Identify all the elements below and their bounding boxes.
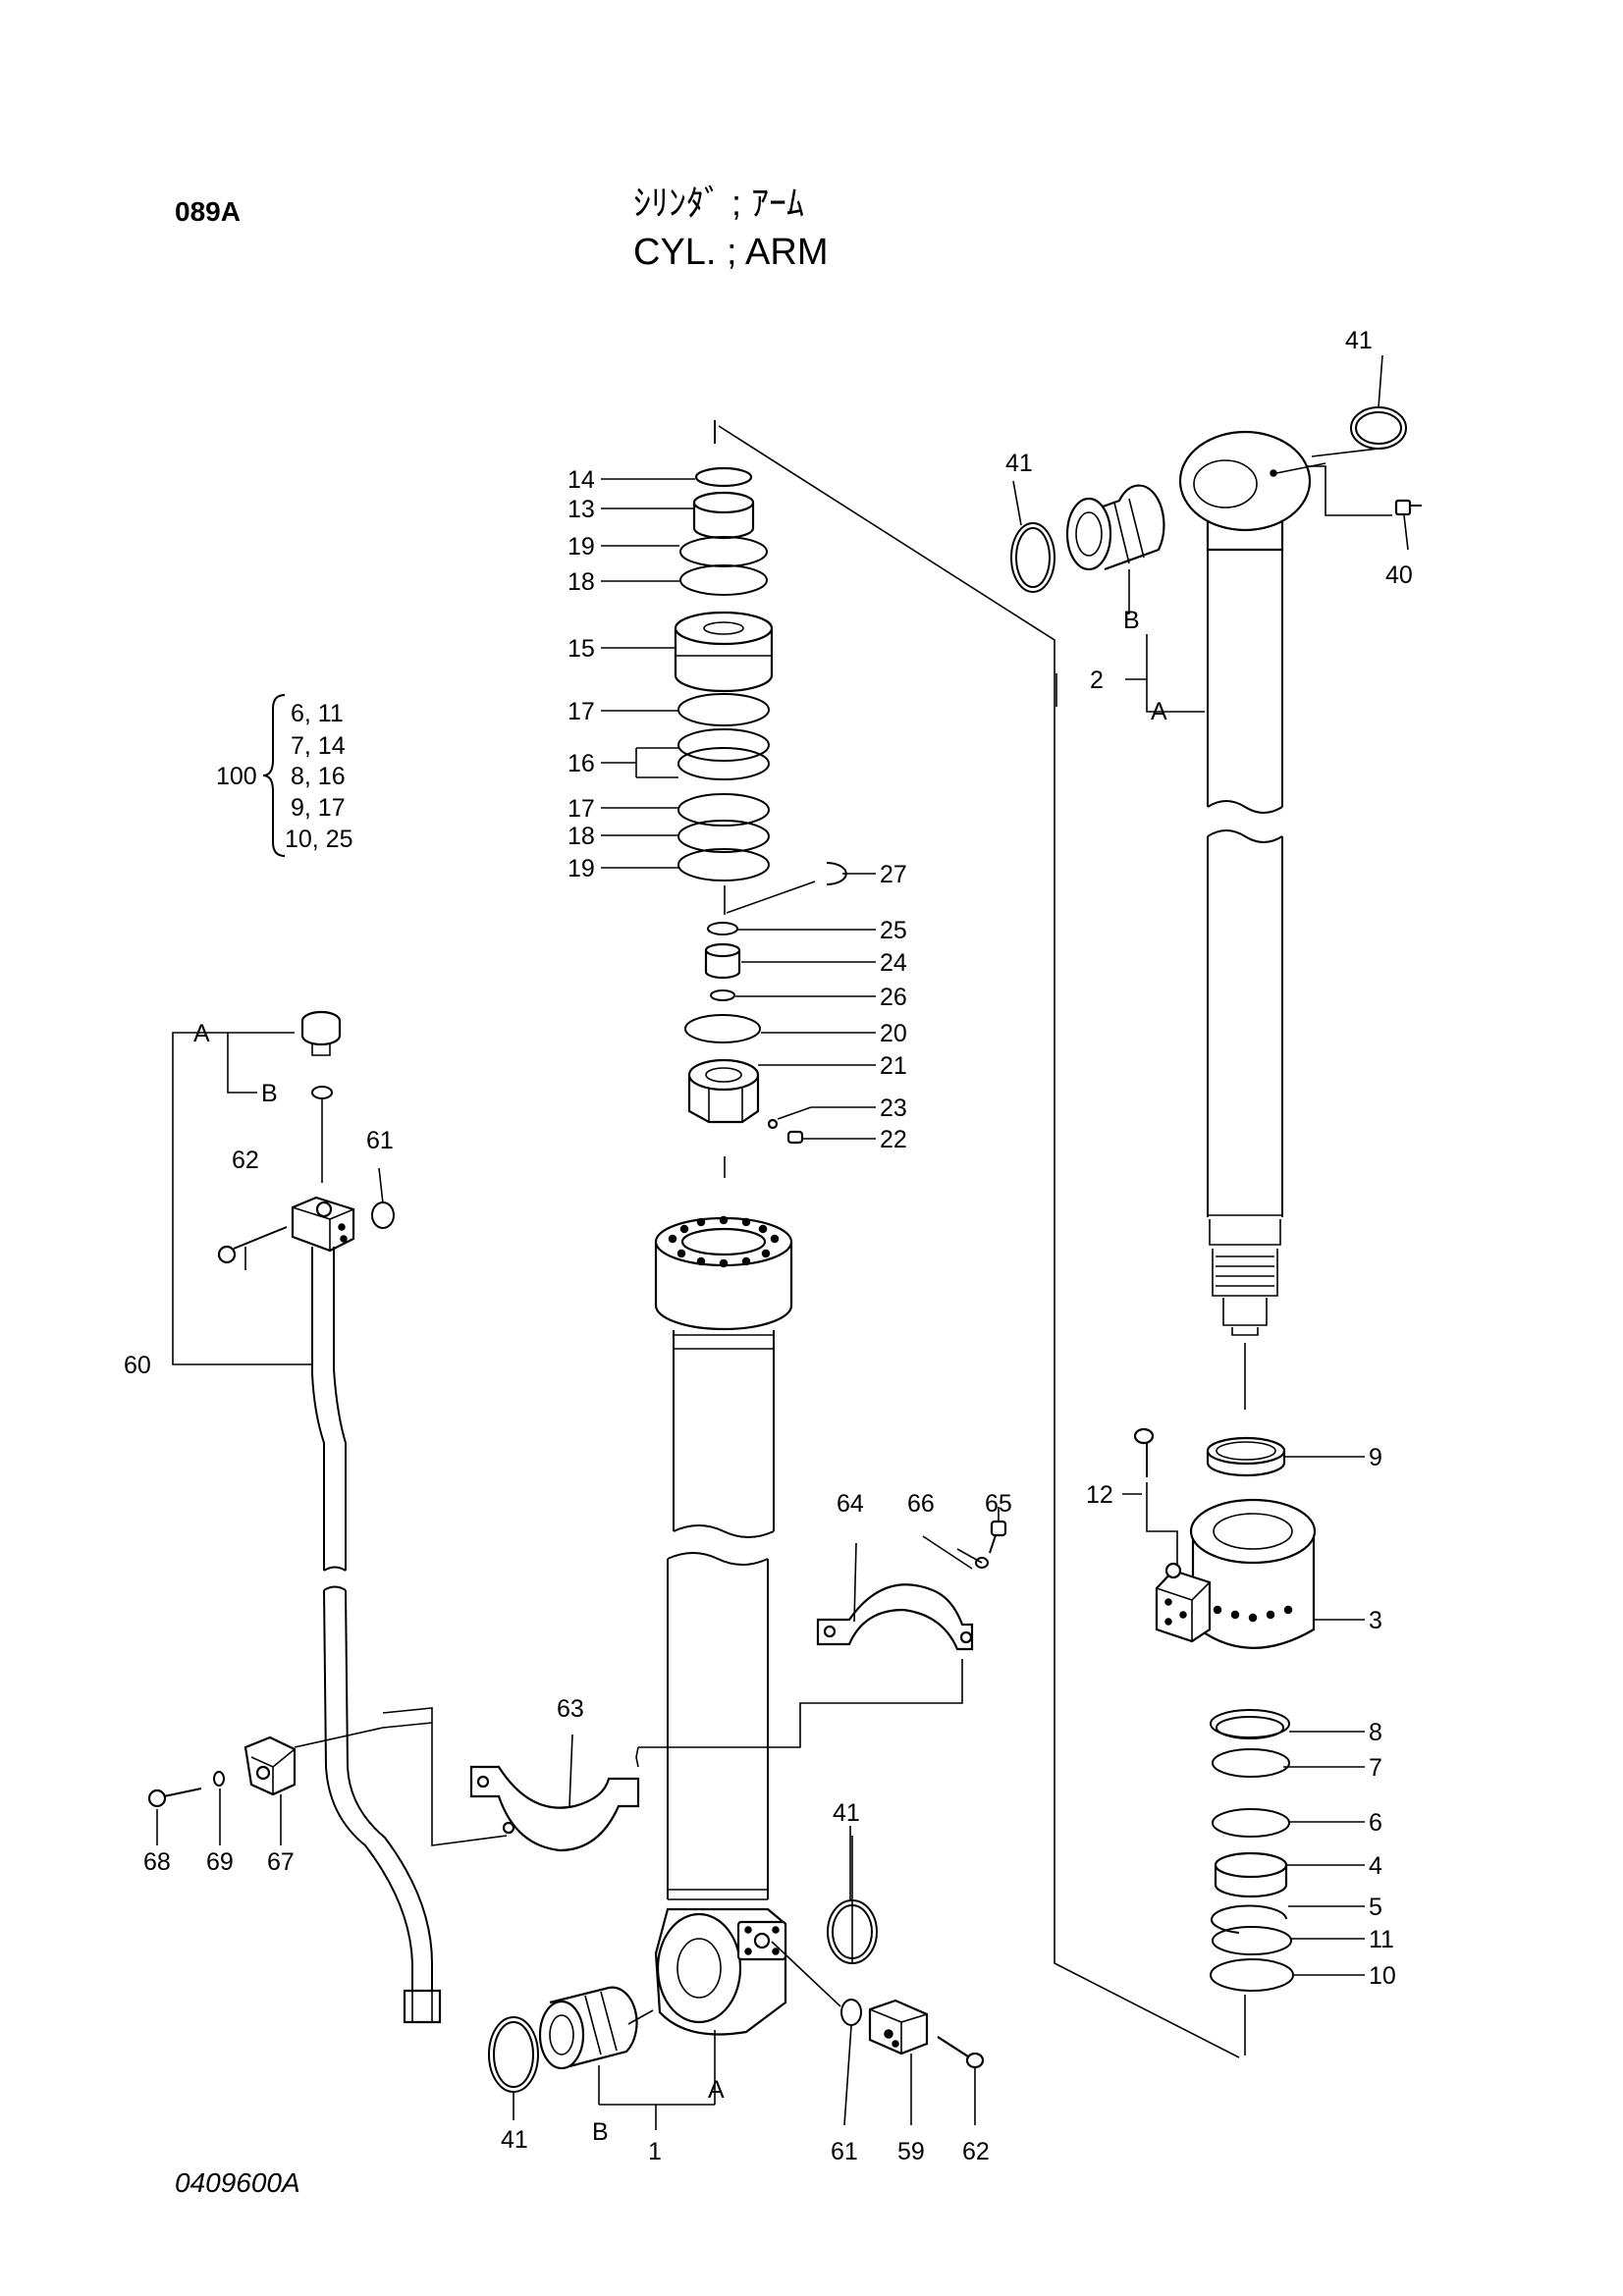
callout-12: 12 xyxy=(1086,1481,1113,1509)
kit-row: 10, 25 xyxy=(285,826,353,853)
sub-label-a: A xyxy=(708,2076,725,2104)
callout-7: 7 xyxy=(1369,1754,1382,1782)
callout-16: 16 xyxy=(568,750,595,777)
callout-41: 41 xyxy=(1345,327,1373,354)
kit-labels: 100 6, 11 7, 14 8, 16 9, 17 10, 25 xyxy=(216,700,353,853)
callout-labels: 14 13 19 18 15 17 16 17 18 19 27 25 24 2… xyxy=(124,327,1413,2165)
kit-row: 8, 16 xyxy=(291,763,346,790)
callout-13: 13 xyxy=(568,496,595,523)
callout-59: 59 xyxy=(897,2138,925,2165)
callout-66: 66 xyxy=(907,1490,935,1518)
callout-21: 21 xyxy=(880,1052,907,1080)
callout-17: 17 xyxy=(568,698,595,725)
drawing-number: 0409600A xyxy=(175,2167,300,2198)
title-english: CYL. ; ARM xyxy=(633,232,829,273)
callout-9: 9 xyxy=(1369,1444,1382,1471)
callout-6: 6 xyxy=(1369,1809,1382,1837)
callout-26: 26 xyxy=(880,984,907,1011)
callout-22: 22 xyxy=(880,1126,907,1153)
kit-row: 9, 17 xyxy=(291,794,346,822)
callout-62: 62 xyxy=(962,2138,990,2165)
callout-40: 40 xyxy=(1385,561,1413,589)
callout-60: 60 xyxy=(124,1352,151,1379)
kit-row: 7, 14 xyxy=(291,732,346,760)
sub-label-b: B xyxy=(592,2118,609,2146)
assembly-leader-lines xyxy=(714,420,1240,2058)
callout-1: 1 xyxy=(648,2138,662,2165)
callout-65: 65 xyxy=(985,1490,1012,1518)
callout-17: 17 xyxy=(568,795,595,823)
bottom-pin-parts xyxy=(488,1899,985,2093)
callout-64: 64 xyxy=(837,1490,864,1518)
callout-19: 19 xyxy=(568,533,595,561)
callout-27: 27 xyxy=(880,861,907,888)
sub-label-b: B xyxy=(1123,607,1140,634)
callout-41: 41 xyxy=(1005,450,1033,477)
callout-19: 19 xyxy=(568,855,595,882)
sub-label-b: B xyxy=(261,1080,278,1107)
callout-2: 2 xyxy=(1090,667,1104,694)
sub-label-a: A xyxy=(1151,698,1167,725)
piston-rod xyxy=(1010,406,1422,1336)
callout-3: 3 xyxy=(1369,1607,1382,1634)
cylinder-tube xyxy=(654,1215,793,2036)
callout-68: 68 xyxy=(143,1848,171,1876)
page-code: 089A xyxy=(175,196,241,227)
callout-23: 23 xyxy=(880,1095,907,1122)
callout-5: 5 xyxy=(1369,1894,1382,1921)
kit-brace xyxy=(262,694,286,857)
callout-24: 24 xyxy=(880,949,907,977)
callout-67: 67 xyxy=(267,1848,295,1876)
callout-20: 20 xyxy=(880,1020,907,1047)
sub-label-a: A xyxy=(193,1020,210,1047)
callout-41: 41 xyxy=(833,1799,860,1827)
callout-10: 10 xyxy=(1369,1962,1396,1990)
callout-69: 69 xyxy=(206,1848,234,1876)
clamps xyxy=(147,1520,1007,1852)
kit-row: 6, 11 xyxy=(291,700,344,727)
callout-63: 63 xyxy=(557,1695,584,1723)
pipe-assembly xyxy=(172,1010,442,2024)
callout-18: 18 xyxy=(568,568,595,596)
title-japanese: ｼﾘﾝﾀﾞ ; ｱｰﾑ xyxy=(633,183,805,223)
callout-14: 14 xyxy=(568,466,595,494)
cylinder-head xyxy=(1133,1343,1317,2056)
callout-62: 62 xyxy=(232,1147,259,1174)
callout-61: 61 xyxy=(831,2138,858,2165)
rod-sub-bracket xyxy=(1125,569,1205,713)
callout-41: 41 xyxy=(501,2126,528,2154)
piston-assembly xyxy=(674,466,847,1178)
kit-number: 100 xyxy=(216,763,257,790)
callout-leaders xyxy=(378,354,1409,1976)
callout-15: 15 xyxy=(568,635,595,663)
callout-18: 18 xyxy=(568,823,595,850)
callout-8: 8 xyxy=(1369,1719,1382,1746)
callout-25: 25 xyxy=(880,917,907,944)
callout-4: 4 xyxy=(1369,1852,1382,1880)
bottom-leader-lines xyxy=(513,1836,976,2130)
callout-61: 61 xyxy=(366,1127,394,1154)
callout-11: 11 xyxy=(1369,1926,1394,1953)
